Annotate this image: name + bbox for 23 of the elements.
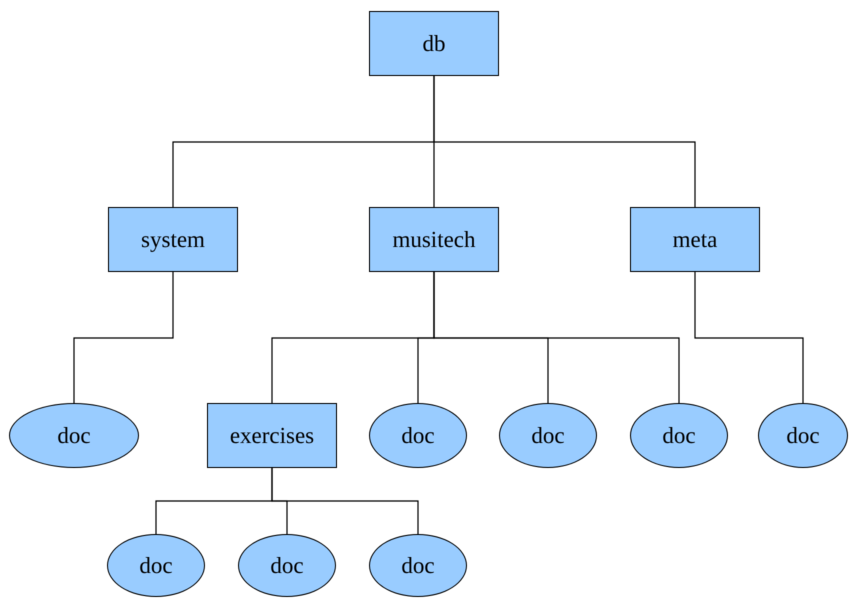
connector-line [433, 272, 680, 403]
node-label: musitech [392, 226, 476, 252]
node-label: db [422, 30, 446, 56]
node-label: doc [270, 552, 304, 578]
node-label: exercises [230, 422, 314, 448]
node-label: doc [531, 422, 565, 448]
node-label: doc [786, 422, 820, 448]
connector-line [433, 76, 696, 207]
node-label: doc [401, 422, 435, 448]
process-box [207, 403, 337, 468]
node-label: doc [139, 552, 173, 578]
process-box [369, 207, 499, 272]
node-label: system [141, 226, 205, 252]
node-label: meta [672, 226, 718, 252]
node-label: doc [662, 422, 696, 448]
process-box [108, 207, 238, 272]
connector-line [73, 272, 174, 403]
process-box [630, 207, 760, 272]
node-label: doc [401, 552, 435, 578]
connector-line [271, 468, 419, 534]
node-label: doc [57, 422, 91, 448]
connector-line [694, 272, 804, 403]
process-box [369, 11, 499, 76]
